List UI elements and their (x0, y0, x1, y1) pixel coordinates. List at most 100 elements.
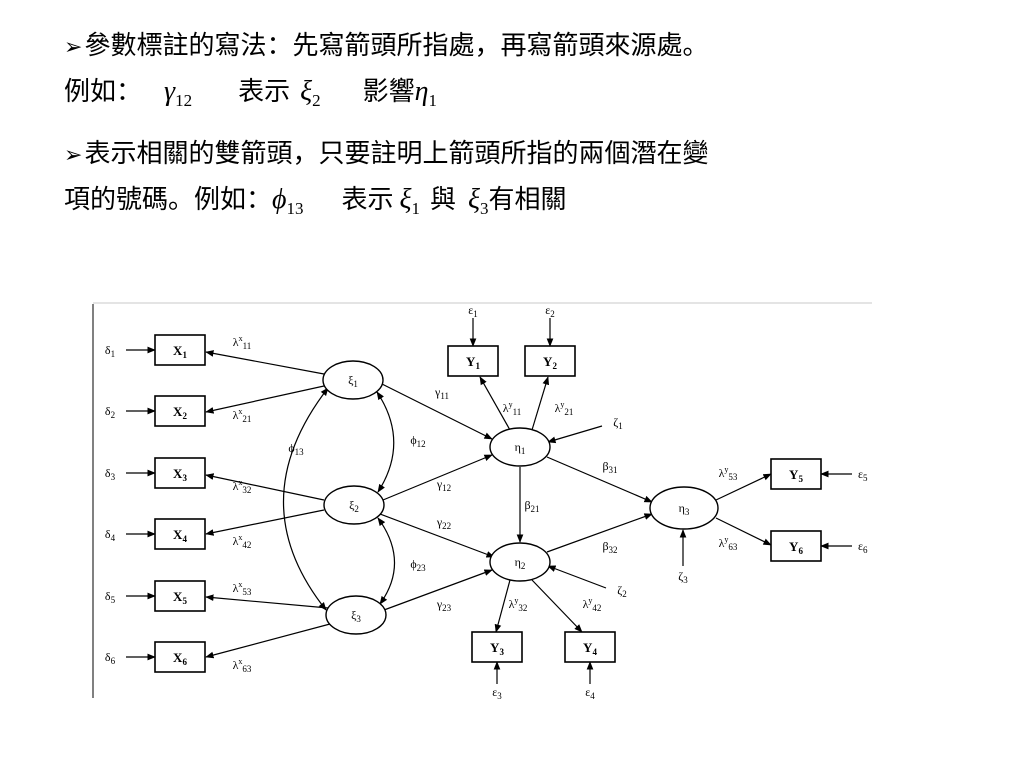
node-x5-label: X5 (173, 589, 187, 606)
node-y1-label: Y1 (466, 354, 480, 371)
node-y6-box (770, 530, 822, 562)
edge-xi1-to-x1 (205, 350, 325, 375)
xi-symbol: ξ (300, 76, 313, 107)
node-xi2-label: ξ2 (349, 498, 359, 514)
gamma-symbol: γ (164, 76, 176, 107)
error-z3-label: ζ3 (678, 569, 688, 585)
node-y5-label: Y5 (789, 467, 803, 484)
node-x5-box (154, 580, 206, 612)
error-z2-label: ζ2 (617, 583, 626, 599)
error-d6-label: δ6 (105, 650, 116, 666)
error-e4-label: ε4 (585, 685, 595, 700)
eta-subscript: 1 (428, 91, 437, 110)
node-eta3-label: η3 (679, 501, 690, 517)
bullet-arrow-icon: ➢ (64, 35, 83, 60)
error-d4-label: δ4 (105, 527, 116, 543)
node-xi1-ellipse (322, 360, 384, 400)
node-y5-box (770, 458, 822, 490)
xi-subscript: 2 (312, 91, 321, 110)
edge-xi3-to-x6 (205, 623, 331, 659)
param-lambda-y53: λy53 (719, 465, 738, 482)
example-label: 項的號碼。例如： (64, 185, 273, 215)
paragraph-notation-rule: ➢參數標註的寫法：先寫箭頭所指處，再寫箭頭來源處。 例如： γ12 表示 ξ2 影響η1 (64, 24, 964, 123)
param-lambda-x11: λx11 (233, 334, 252, 351)
node-x1-label: X1 (173, 343, 187, 360)
param-lambda-y21: λy21 (555, 400, 574, 417)
node-eta1-ellipse (489, 427, 551, 467)
edge-xi3-to-x5 (205, 594, 329, 609)
error-e3-label: ε3 (492, 685, 502, 700)
xi-symbol: ξ (399, 184, 412, 215)
correlation-rule-text: 表示相關的雙箭頭，只要註明上箭頭所指的兩個潛在變 (84, 139, 709, 169)
node-eta2-label: η2 (515, 555, 526, 571)
edge-z1-to-eta1 (547, 425, 603, 444)
node-x6-label: X6 (173, 650, 187, 667)
param-gamma-12: γ12 (436, 477, 451, 493)
example-label: 例如： (64, 77, 143, 107)
error-d3-label: δ3 (105, 466, 116, 482)
param-lambda-x53: λx53 (233, 580, 252, 597)
eta-symbol: η (414, 76, 429, 107)
affects-text: 影響 (362, 77, 415, 107)
param-lambda-x21: λx21 (233, 407, 252, 424)
param-phi-13: ϕ13 (288, 441, 304, 457)
edge-xi2-to-x3 (205, 473, 325, 501)
param-lambda-y63: λy63 (719, 535, 738, 552)
error-e2-label: ε2 (545, 303, 555, 319)
edge-xi2-to-eta1 (382, 454, 493, 501)
notation-rule-text: 參數標註的寫法：先寫箭頭所指處，再寫箭頭來源處。 (84, 31, 709, 61)
node-y3-label: Y3 (490, 640, 504, 657)
param-lambda-y32: λy32 (509, 596, 528, 613)
xi-subscript: 3 (480, 199, 489, 218)
node-xi3-label: ξ3 (351, 608, 361, 624)
node-eta1-label: η1 (515, 440, 526, 456)
paragraph-2-line-1: ➢表示相關的雙箭頭，只要註明上箭頭所指的兩個潛在變 (64, 132, 964, 178)
param-gamma-22: γ22 (436, 515, 451, 531)
xi-symbol: ξ (468, 184, 481, 215)
phi-subscript: 13 (286, 199, 304, 218)
error-d5-label: δ5 (105, 589, 116, 605)
edge-eta1-to-y1 (479, 376, 511, 431)
means-text: 表示 (341, 185, 394, 215)
corr-xi1-xi2 (376, 391, 395, 493)
error-d1-label: δ1 (105, 343, 115, 359)
param-lambda-y11: λy11 (503, 400, 522, 417)
param-gamma-23: γ23 (436, 597, 452, 613)
node-x2-label: X2 (173, 404, 187, 421)
and-text: 與 (430, 185, 457, 215)
correlated-text: 有相關 (488, 185, 567, 215)
param-phi-23: ϕ23 (410, 557, 426, 573)
edge-xi2-to-x4 (205, 509, 325, 536)
xi-subscript: 1 (411, 199, 421, 218)
node-y4-box (564, 631, 616, 663)
node-eta3-ellipse (649, 486, 719, 530)
bullet-arrow-icon: ➢ (64, 143, 83, 168)
param-lambda-x63: λx63 (233, 657, 252, 674)
edge-xi1-to-x2 (205, 385, 325, 414)
node-y2-label: Y2 (543, 354, 557, 371)
edge-z2-to-eta2 (547, 565, 607, 589)
paragraph-1-line-1: ➢參數標註的寫法：先寫箭頭所指處，再寫箭頭來源處。 (64, 24, 964, 70)
edge-eta3-to-y6 (715, 517, 772, 546)
node-xi3-ellipse (325, 595, 387, 635)
node-y3-box (471, 631, 523, 663)
edge-eta2-to-y3 (494, 579, 511, 633)
error-e1-label: ε1 (468, 303, 478, 319)
error-d2-label: δ2 (105, 404, 115, 420)
param-gamma-11: γ11 (434, 385, 449, 401)
edge-eta3-to-y5 (715, 473, 772, 501)
node-x2-box (154, 395, 206, 427)
param-beta-32: β32 (602, 539, 617, 555)
edge-xi3-to-eta2 (383, 569, 493, 611)
edge-xi2-to-eta2 (379, 513, 495, 558)
node-x6-box (154, 641, 206, 673)
node-x3-label: X3 (173, 466, 187, 483)
error-z1-label: ζ1 (613, 415, 622, 431)
gamma-subscript: 12 (175, 91, 193, 110)
means-text: 表示 (238, 77, 291, 107)
param-beta-21: β21 (524, 498, 539, 514)
corr-xi2-xi3 (377, 517, 396, 605)
